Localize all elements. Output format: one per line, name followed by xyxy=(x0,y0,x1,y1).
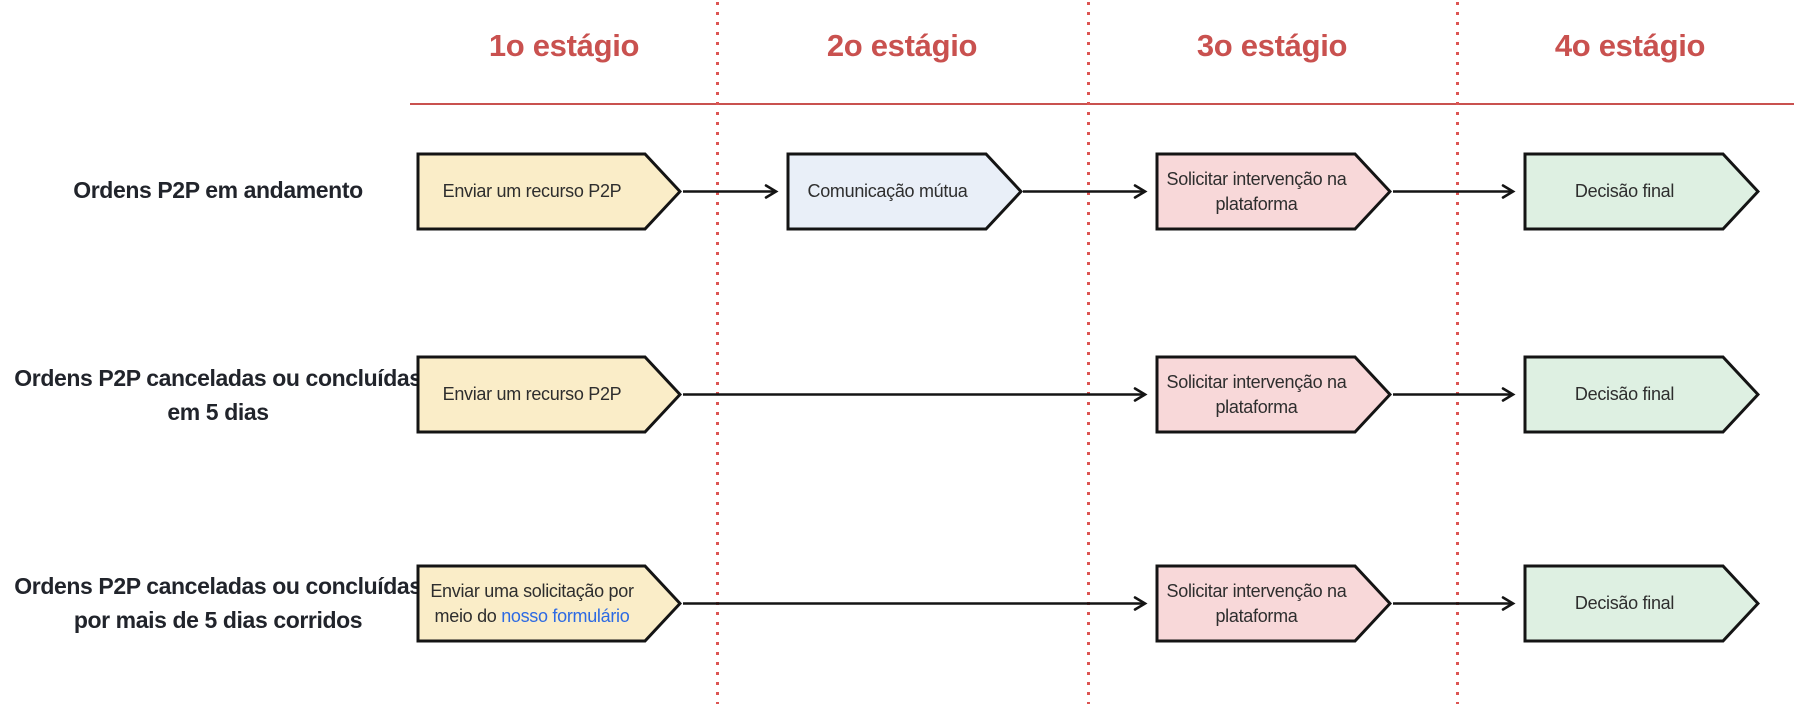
step-text: Solicitar intervenção na xyxy=(1166,168,1347,189)
step-text: plataforma xyxy=(1215,605,1298,626)
row-label-over-5days: Ordens P2P canceladas ou concluídas por … xyxy=(5,569,431,637)
stage-header-3: 3o estágio xyxy=(1196,28,1348,63)
arrow-pentagon-shape xyxy=(1155,152,1392,231)
step-text: Decisão final xyxy=(1574,181,1675,201)
row-label-in-progress: Ordens P2P em andamento xyxy=(5,173,431,207)
step-row1-mutual-communication: Comunicação mútua xyxy=(786,152,1023,231)
row-label-line: em 5 dias xyxy=(167,399,269,425)
arrow-pentagon-shape xyxy=(1155,564,1392,643)
row-label-cancelled-5days: Ordens P2P canceladas ou concluídas em 5… xyxy=(5,361,431,429)
header-underline xyxy=(410,103,1794,105)
stage-header-1: 1o estágio xyxy=(488,28,640,63)
step-text: Solicitar intervenção na xyxy=(1166,371,1347,392)
row-label-line: Ordens P2P canceladas ou concluídas xyxy=(14,365,422,391)
step-text: meio do xyxy=(434,605,502,626)
arrow-pentagon-shape xyxy=(416,355,682,434)
step-row1-request-intervention: Solicitar intervenção na plataforma xyxy=(1155,152,1392,231)
step-row2-submit-appeal: Enviar um recurso P2P xyxy=(416,355,682,434)
stage-divider-3 xyxy=(1456,2,1459,704)
step-text: Enviar um recurso P2P xyxy=(442,384,622,404)
row-label-line: Ordens P2P em andamento xyxy=(73,177,363,203)
step-text: Comunicação mútua xyxy=(807,181,968,201)
step-row2-final-decision: Decisão final xyxy=(1523,355,1760,434)
arrow-pentagon-shape xyxy=(1523,564,1760,643)
arrow-pentagon-shape xyxy=(786,152,1023,231)
step-row1-final-decision: Decisão final xyxy=(1523,152,1760,231)
step-text: Enviar uma solicitação por xyxy=(430,580,634,601)
step-row3-request-intervention: Solicitar intervenção na plataforma xyxy=(1155,564,1392,643)
step-text: Solicitar intervenção na xyxy=(1166,580,1347,601)
form-link[interactable]: nosso formulário xyxy=(501,605,630,626)
stage-header-2: 2o estágio xyxy=(826,28,978,63)
step-text: Decisão final xyxy=(1574,593,1675,613)
row-label-line: por mais de 5 dias corridos xyxy=(73,607,363,633)
step-text: Enviar um recurso P2P xyxy=(442,181,622,201)
step-row1-submit-appeal: Enviar um recurso P2P xyxy=(416,152,682,231)
step-text: plataforma xyxy=(1215,193,1298,214)
step-row3-final-decision: Decisão final xyxy=(1523,564,1760,643)
step-text: plataforma xyxy=(1215,396,1298,417)
step-text-with-link: meio do nosso formulário xyxy=(435,604,630,629)
step-row2-request-intervention: Solicitar intervenção na plataforma xyxy=(1155,355,1392,434)
stage-divider-1 xyxy=(716,2,719,704)
step-row3-submit-form-request: Enviar uma solicitação por meio do nosso… xyxy=(416,564,682,643)
row-label-line: Ordens P2P canceladas ou concluídas xyxy=(14,573,422,599)
stage-header-4: 4o estágio xyxy=(1554,28,1706,63)
arrow-pentagon-shape xyxy=(1523,355,1760,434)
arrow-pentagon-shape xyxy=(416,564,682,643)
stage-divider-2 xyxy=(1087,2,1090,704)
arrow-pentagon-shape xyxy=(1155,355,1392,434)
arrow-pentagon-shape xyxy=(416,152,682,231)
arrow-pentagon-shape xyxy=(1523,152,1760,231)
step-text: Decisão final xyxy=(1574,384,1675,404)
